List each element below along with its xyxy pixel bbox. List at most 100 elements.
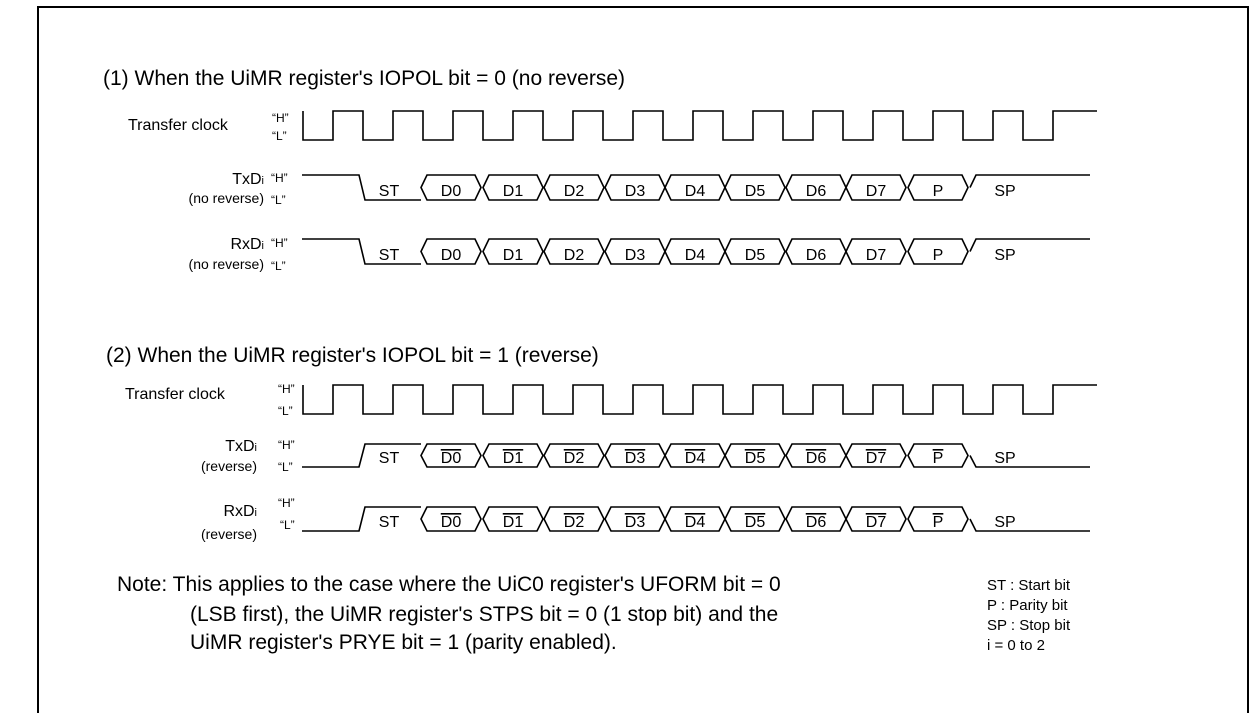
s2-rxd-note: (reverse) — [200, 526, 257, 542]
s1-clock-wave — [302, 110, 1097, 141]
s1-rxd-label-D4: D4 — [685, 247, 706, 264]
s1-rxd-sub: i — [261, 240, 264, 252]
s1-rxd-label-D1: D1 — [503, 247, 524, 264]
s1-txd-stop-idle — [969, 174, 1090, 188]
s2-rxd-label-D4: D4 — [685, 514, 706, 531]
legend-start-bit: ST : Start bit — [987, 577, 1071, 594]
s1-txd-cell-D7 — [845, 174, 907, 201]
s1-txd-label: TxDi — [232, 171, 264, 189]
s2-rxd-cell-P — [907, 506, 969, 532]
s1-rxd-cell-D2 — [543, 238, 605, 265]
s2-rxd-label-D1: D1 — [503, 514, 524, 531]
diagram-frame — [37, 6, 1249, 713]
s2-rxd-cell-D1 — [482, 506, 544, 532]
s1-rxd-label-SP: SP — [994, 247, 1015, 264]
s1-rxd-label-D7: D7 — [866, 247, 887, 264]
s1-rxd-label-ST: ST — [379, 247, 400, 264]
s1-txd-label-D0: D0 — [441, 183, 462, 200]
s2-rxd-sub: i — [254, 507, 257, 519]
s2-rxd-cell-D2 — [543, 506, 605, 532]
s1-rxd-label-D2: D2 — [564, 247, 585, 264]
s2-txd-label-D3: D3 — [625, 450, 646, 467]
s2-rxd-label-D2: D2 — [564, 514, 585, 531]
s2-rxd-label-D6: D6 — [806, 514, 827, 531]
note-line3: UiMR register's PRYE bit = 1 (parity ena… — [190, 631, 617, 654]
s1-rxd-label: RxDi — [230, 236, 264, 254]
s1-txd-label-ST: ST — [379, 183, 400, 200]
s2-rxd-label-SP: SP — [994, 514, 1015, 531]
s2-rxd-low: “L” — [280, 518, 295, 532]
s2-rxd-cell-D0 — [420, 506, 482, 532]
s2-txd-cell-D2 — [543, 443, 605, 468]
s1-rxd-name: RxD — [230, 236, 262, 253]
s1-txd-label-D4: D4 — [685, 183, 706, 200]
s1-rxd-cell-P — [907, 238, 969, 265]
s2-txd-cell-D7 — [845, 443, 907, 468]
s1-txd-cell-D0 — [420, 174, 482, 201]
s1-txd-label-SP: SP — [994, 183, 1015, 200]
s1-txd-idle-start — [302, 174, 421, 201]
s2-rxd-idle-start — [302, 506, 421, 532]
legend-index-range: i = 0 to 2 — [987, 637, 1045, 654]
s2-txd-low: “L” — [278, 460, 293, 474]
s1-txd-cell-D1 — [482, 174, 544, 201]
s1-txd-name: TxD — [232, 171, 262, 188]
s1-rxd-low: “L” — [271, 259, 286, 273]
s2-txd-label-ST: ST — [379, 450, 400, 467]
s2-rxd-name: RxD — [223, 503, 255, 520]
s2-txd-sub: i — [254, 442, 257, 454]
s2-txd-label-D0: D0 — [441, 450, 462, 467]
s1-rxd-high: “H” — [271, 236, 288, 250]
s1-rxd-cell-D5 — [724, 238, 786, 265]
s1-rxd-idle-start — [302, 238, 421, 265]
s1-rxd-cell-D1 — [482, 238, 544, 265]
s2-clock-high: “H” — [278, 382, 295, 396]
s1-rxd-stop-idle — [969, 238, 1090, 252]
s1-rxd-label-P: P — [933, 247, 944, 264]
s1-txd-cell-D5 — [724, 174, 786, 201]
section2-title: (2) When the UiMR register's IOPOL bit =… — [106, 344, 599, 367]
s2-clock-low: “L” — [278, 404, 293, 418]
s2-clock-label: Transfer clock — [125, 386, 225, 403]
s1-clock-high: “H” — [272, 111, 289, 125]
s2-txd-high: “H” — [278, 438, 295, 452]
s2-rxd-cell-D7 — [845, 506, 907, 532]
s2-txd-label-D7: D7 — [866, 450, 887, 467]
note-line2: (LSB first), the UiMR register's STPS bi… — [190, 603, 779, 626]
s1-rxd-cell-D7 — [845, 238, 907, 265]
legend-stop-bit: SP : Stop bit — [987, 617, 1071, 634]
s2-txd-label-P: P — [933, 450, 944, 467]
note-line1: Note: This applies to the case where the… — [117, 573, 781, 596]
s1-txd-cell-D2 — [543, 174, 605, 201]
s1-txd-low: “L” — [271, 193, 286, 207]
s2-txd-stop-idle — [969, 455, 1090, 468]
s1-txd-label-D6: D6 — [806, 183, 827, 200]
s1-txd-label-D1: D1 — [503, 183, 524, 200]
s2-txd-cell-P — [907, 443, 969, 468]
s1-rxd-label-D3: D3 — [625, 247, 646, 264]
s1-txd-label-D7: D7 — [866, 183, 887, 200]
s1-rxd-label-D0: D0 — [441, 247, 462, 264]
s2-rxd-label-D0: D0 — [441, 514, 462, 531]
s2-txd-label-D6: D6 — [806, 450, 827, 467]
s1-txd-high: “H” — [271, 171, 288, 185]
s2-rxd-cell-D5 — [724, 506, 786, 532]
s2-rxd-label-D5: D5 — [745, 514, 766, 531]
s2-rxd-label-ST: ST — [379, 514, 400, 531]
s2-txd-cell-D5 — [724, 443, 786, 468]
s1-rxd-note: (no reverse) — [188, 256, 264, 272]
s2-txd-label-D5: D5 — [745, 450, 766, 467]
s2-txd-cell-D1 — [482, 443, 544, 468]
s1-txd-cell-P — [907, 174, 969, 201]
s2-rxd-stop-idle — [969, 518, 1090, 532]
s1-txd-label-D2: D2 — [564, 183, 585, 200]
s2-rxd-label-P: P — [933, 514, 944, 531]
legend-parity-bit: P : Parity bit — [987, 597, 1068, 614]
s2-rxd-label-D7: D7 — [866, 514, 887, 531]
s2-clock-wave — [302, 384, 1097, 415]
s2-txd-label-D2: D2 — [564, 450, 585, 467]
s2-txd-label-D1: D1 — [503, 450, 524, 467]
s1-clock-label: Transfer clock — [128, 117, 228, 134]
s1-rxd-label-D5: D5 — [745, 247, 766, 264]
